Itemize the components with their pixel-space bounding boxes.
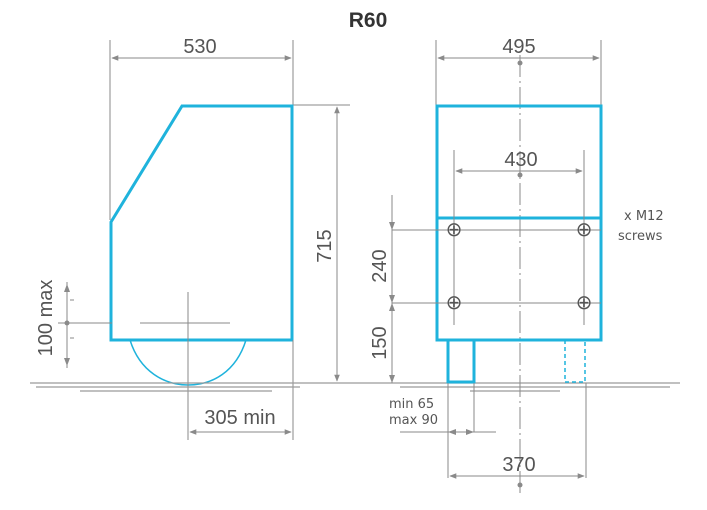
- arrow-up-icon: [64, 284, 70, 292]
- arrow-left-icon: [448, 429, 456, 435]
- lift-center-dot: [64, 320, 70, 326]
- dim-label-305-min: 305 min: [204, 407, 275, 429]
- screw-icon: ⊕: [576, 219, 593, 241]
- front-leg-right-hidden: [564, 340, 586, 383]
- screw-icon: ⊕: [576, 292, 593, 314]
- screws-note-line1: x M12: [624, 209, 664, 224]
- dim-label-430: 430: [504, 149, 537, 171]
- dim-label-495: 495: [502, 36, 535, 58]
- front-view: 495 430 ⊕ ⊕ ⊕ ⊕ x M12 screws 240 150: [369, 36, 664, 495]
- dim-label-715: 715: [314, 229, 336, 262]
- screws-note-line2: screws: [618, 229, 663, 244]
- dim-label-530: 530: [183, 36, 216, 58]
- center-dot: [517, 482, 523, 488]
- arrow-down-icon: [389, 222, 395, 230]
- arrow-right-icon: [466, 429, 474, 435]
- leg-min-label: min 65: [389, 397, 434, 412]
- dim-label-370: 370: [502, 454, 535, 476]
- arrow-down-icon: [389, 375, 395, 383]
- center-dot: [517, 60, 523, 66]
- arrow-down-icon: [389, 295, 395, 303]
- machine-body-outline: [109, 104, 294, 342]
- side-view: 530 715 100 max 305 min: [35, 36, 350, 440]
- screw-icon: ⊕: [446, 219, 463, 241]
- front-body-outline: [435, 104, 603, 342]
- front-leg-left: [446, 340, 476, 384]
- ground-lines: [30, 382, 680, 392]
- drawing-title: R60: [349, 9, 388, 32]
- leg-max-label: max 90: [389, 413, 438, 428]
- dim-label-100-max: 100 max: [35, 280, 57, 357]
- dim-label-240: 240: [369, 249, 391, 282]
- arrow-up-icon: [389, 303, 395, 311]
- dim-label-150: 150: [369, 326, 391, 359]
- arrow-down-icon: [64, 358, 70, 366]
- screw-icon: ⊕: [446, 292, 463, 314]
- center-dot: [517, 172, 523, 178]
